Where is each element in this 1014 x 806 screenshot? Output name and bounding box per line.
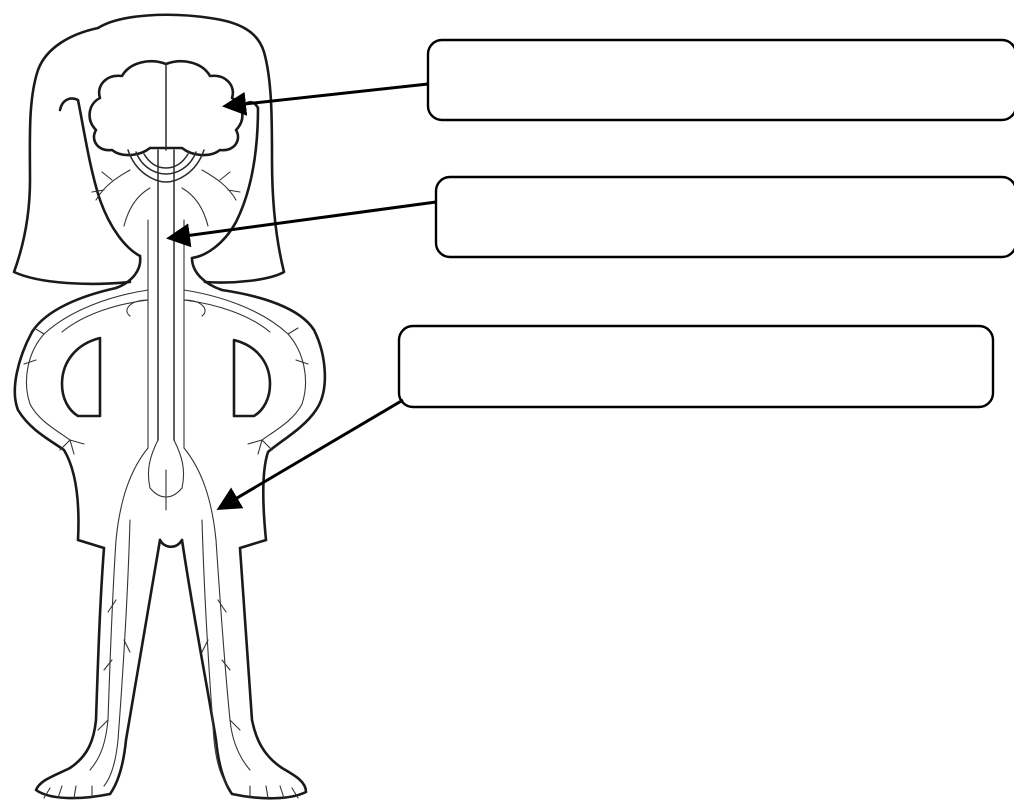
- left-arm-nerves: [24, 290, 148, 454]
- toes: [44, 786, 298, 798]
- arrow-to-spinal-cord: [170, 202, 436, 238]
- label-box-brain[interactable]: [428, 40, 1014, 120]
- arrow-to-brain: [226, 84, 428, 106]
- right-arm-nerves: [184, 290, 308, 454]
- label-box-nerves[interactable]: [399, 326, 993, 407]
- label-box-spinal-cord[interactable]: [436, 177, 1014, 257]
- label-brain: [226, 40, 1014, 120]
- legs-outline: [36, 540, 306, 798]
- right-arm-gap: [234, 340, 270, 416]
- cranial-nerves: [92, 170, 240, 226]
- spinal-cord-drawing: [148, 150, 184, 448]
- rib-nerves: [127, 300, 205, 316]
- right-leg-nerves: [202, 520, 250, 786]
- left-arm-gap: [62, 338, 100, 416]
- label-spinal-cord: [170, 177, 1014, 257]
- left-leg-nerves: [90, 520, 130, 786]
- brain-drawing: [90, 61, 243, 226]
- label-nerves: [220, 326, 993, 508]
- spine-outer-edges: [148, 220, 184, 448]
- pelvic-nerves: [116, 440, 216, 540]
- shorts-outline: [78, 540, 266, 548]
- body-figure: [14, 15, 325, 798]
- neck-outline: [116, 256, 222, 290]
